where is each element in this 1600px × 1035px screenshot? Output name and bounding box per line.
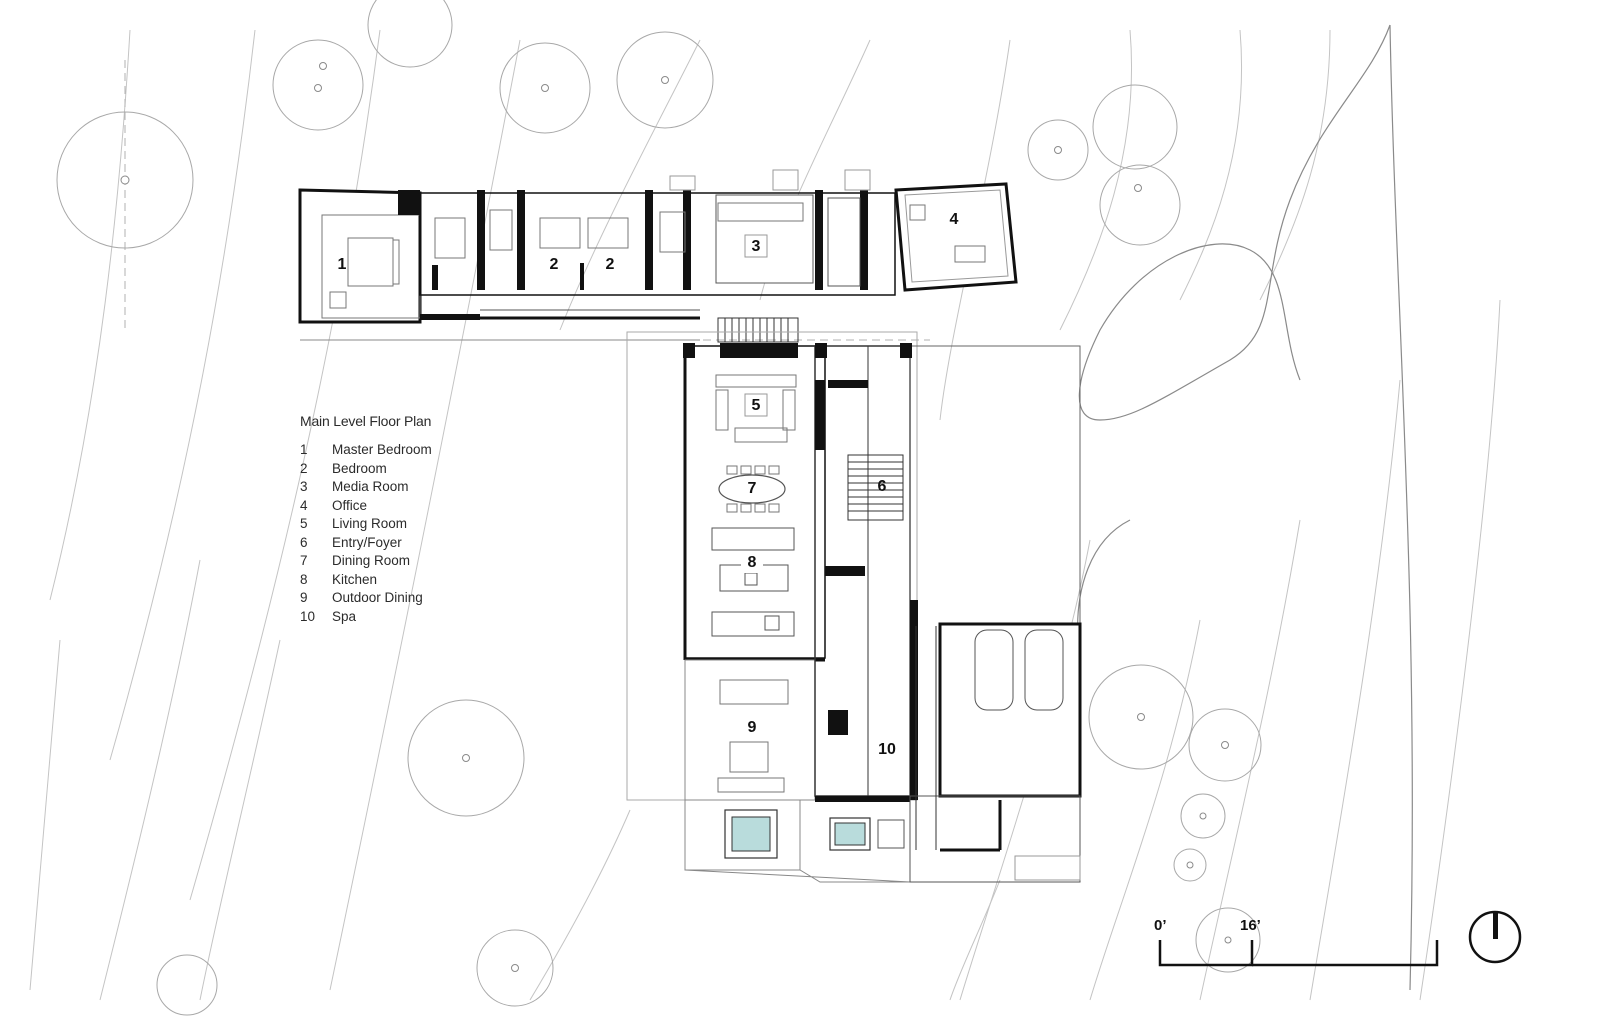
main-wing-walls xyxy=(683,343,918,802)
scale-start-label: 0’ xyxy=(1154,917,1167,934)
bedroom-walls xyxy=(398,190,868,320)
legend-item-number: 5 xyxy=(300,516,308,531)
trees xyxy=(56,0,1262,1016)
legend-item-number: 7 xyxy=(300,553,308,568)
legend-item: 6 Entry/Foyer xyxy=(300,534,432,553)
legend-item-name: Kitchen xyxy=(332,571,378,587)
legend-item-number: 9 xyxy=(300,590,308,605)
legend-item: 7 Dining Room xyxy=(300,552,432,571)
room-label-8: 8 xyxy=(748,554,757,571)
room-label-6: 6 xyxy=(878,478,887,495)
garage xyxy=(909,622,1082,883)
central-stair xyxy=(717,317,799,343)
legend-item-number: 1 xyxy=(300,442,308,457)
north-arrow-icon xyxy=(1468,910,1522,964)
legend-item: 1 Master Bedroom xyxy=(300,441,432,460)
legend-item-number: 4 xyxy=(300,497,308,513)
room-label-2a: 2 xyxy=(550,256,559,273)
legend-item: 5 Living Room xyxy=(300,515,432,534)
legend-item-name: Entry/Foyer xyxy=(332,534,402,550)
room-label-10: 10 xyxy=(878,741,896,758)
office-outline xyxy=(894,182,1018,292)
legend-item-number: 2 xyxy=(300,460,308,476)
legend-item-number: 6 xyxy=(300,534,308,550)
bedroom-furniture xyxy=(329,209,686,309)
scale-bar xyxy=(1158,940,1439,967)
legend-item: 8 Kitchen xyxy=(300,571,432,590)
room-label-4: 4 xyxy=(950,211,959,228)
legend-item: 10 Spa xyxy=(300,608,432,627)
legend-item-name: Media Room xyxy=(332,479,409,494)
scale-end-label: 16’ xyxy=(1240,917,1261,934)
legend-item-number: 8 xyxy=(300,571,308,587)
room-label-7: 7 xyxy=(748,480,757,497)
entry-stair xyxy=(847,454,904,521)
legend-item-name: Outdoor Dining xyxy=(332,590,423,605)
legend-item: 9 Outdoor Dining xyxy=(300,589,432,608)
room-label-9: 9 xyxy=(748,719,757,736)
legend-title: Main Level Floor Plan xyxy=(300,413,432,429)
living-furniture xyxy=(715,374,797,443)
legend: Main Level Floor Plan 1 Master Bedroom 2 B… xyxy=(300,413,432,626)
legend-item-name: Bedroom xyxy=(332,460,387,476)
room-label-2b: 2 xyxy=(606,256,615,273)
site-lines xyxy=(1077,24,1413,991)
legend-item-number: 10 xyxy=(300,608,316,624)
outdoor-furniture xyxy=(717,679,789,793)
legend-item-name: Spa xyxy=(332,608,357,624)
garage-steps xyxy=(915,626,937,850)
room-label-1: 1 xyxy=(338,256,347,273)
tree-trunks xyxy=(120,62,1232,972)
dining-chairs xyxy=(726,465,780,513)
legend-item: 2 Bedroom xyxy=(300,460,432,479)
legend-item-name: Living Room xyxy=(332,516,408,531)
lower-right-dash xyxy=(1014,855,1081,881)
legend-item: 3 Media Room xyxy=(300,478,432,497)
legend-item-number: 3 xyxy=(300,479,308,494)
room-label-3: 3 xyxy=(752,238,761,255)
legend-item-name: Master Bedroom xyxy=(332,442,432,457)
legend-item-name: Dining Room xyxy=(332,553,411,568)
legend-item: 4 Office xyxy=(300,497,432,516)
legend-item-name: Office xyxy=(332,497,368,513)
room-label-5: 5 xyxy=(752,397,761,414)
